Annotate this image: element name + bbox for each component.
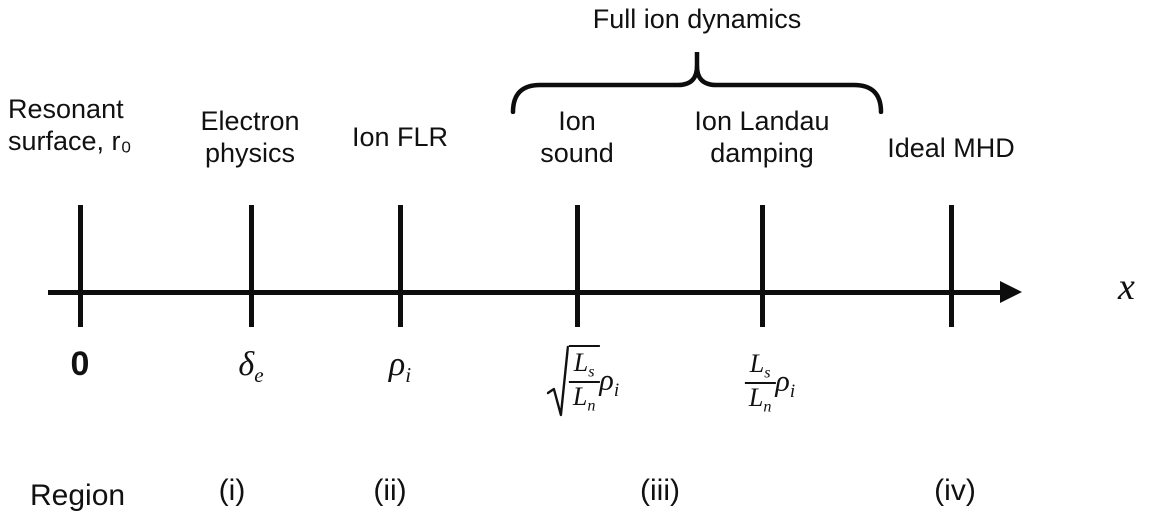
L-glyph-num: L <box>573 348 589 377</box>
tick-rho-i <box>398 205 403 327</box>
rho-subscript: i <box>405 363 412 388</box>
label-ion-landau-damping: Ion Landau damping <box>694 106 830 168</box>
L-glyph-den-2: L <box>748 382 764 412</box>
x-axis-variable-label: x <box>1118 266 1135 308</box>
fraction-numerator-2: Ls <box>745 349 776 382</box>
fraction-denominator-2: Ln <box>744 381 776 416</box>
region-label-ii: (ii) <box>373 474 407 507</box>
L-subscript-s: s <box>588 363 595 381</box>
full-ion-dynamics-brace <box>510 52 884 114</box>
tick-ideal-mhd <box>949 205 954 327</box>
x-axis-arrow-icon <box>1000 281 1022 303</box>
delta-subscript: e <box>254 363 264 388</box>
region-row-title: Region <box>30 479 126 512</box>
L-subscript-n: n <box>587 397 596 415</box>
tick-label-ls-over-ln-rho-i: Ls Ln ρi <box>744 349 796 416</box>
radical-icon <box>546 345 569 417</box>
rho-subscript-2: i <box>613 380 620 402</box>
L-subscript-s-2: s <box>764 364 771 382</box>
label-ion-flr: Ion FLR <box>351 122 449 152</box>
L-subscript-n-2: n <box>763 398 772 416</box>
label-resonant-surface: Resonant surface, r₀ <box>8 94 132 156</box>
rho-subscript-3: i <box>789 381 796 403</box>
region-label-i: (i) <box>218 474 246 507</box>
delta-glyph: δ <box>238 346 255 383</box>
fraction-numerator: Ls <box>569 348 600 381</box>
tick-sqrt-ls-ln-rho-i <box>575 205 580 327</box>
rho-glyph-2: ρ <box>599 363 614 397</box>
tick-label-sqrt-ls-over-ln-rho-i: Ls Ln ρi <box>546 345 620 417</box>
tick-label-rho-i: ρi <box>389 346 411 388</box>
tick-label-zero: 0 <box>70 345 90 383</box>
rho-glyph: ρ <box>388 346 406 383</box>
tick-ls-ln-rho-i <box>760 205 765 327</box>
rho-glyph-3: ρ <box>775 364 790 398</box>
tick-delta-e <box>249 205 254 327</box>
tick-label-delta-e: δe <box>238 346 263 388</box>
region-label-iii: (iii) <box>640 474 680 507</box>
region-label-iv: (iv) <box>934 474 976 507</box>
radicand: Ls Ln <box>568 345 600 415</box>
tick-0 <box>78 205 83 327</box>
L-glyph-den: L <box>572 381 588 411</box>
x-axis-line <box>48 290 1003 295</box>
label-electron-physics: Electron physics <box>200 106 300 168</box>
fraction-ls-over-ln-2: Ls Ln <box>744 349 776 416</box>
brace-title: Full ion dynamics <box>592 4 802 34</box>
label-ion-sound: Ion sound <box>540 106 614 168</box>
label-ideal-mhd: Ideal MHD <box>887 133 1015 163</box>
square-root-group: Ls Ln <box>546 345 600 417</box>
fraction-ls-over-ln: Ls Ln <box>568 348 600 415</box>
L-glyph-num-2: L <box>749 349 765 378</box>
fraction-denominator: Ln <box>568 380 600 415</box>
